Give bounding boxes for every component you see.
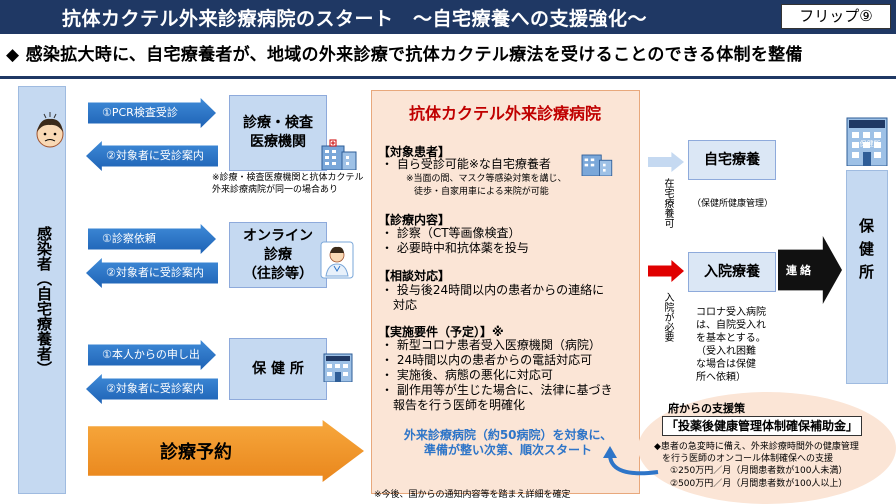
support-line-1: ◆患者の急変時に備え、外来診療時間外の健康管理 [654,442,859,452]
req-bullet-4: ・ 副作用等が生じた場合に、法律に基づき [381,383,613,397]
hospitalization-box: 入院療養 [688,252,776,292]
contact-label: 連絡 [786,264,814,277]
testing-clinic-line1: 診療・検査 [243,115,313,131]
support-link-arrow [603,446,659,476]
reservation-label: 診療予約 [160,442,232,463]
health-center-column [846,170,888,384]
target-bullet: ・ 自ら受診可能※な自宅療養者 [381,157,551,171]
subtitle-divider [0,76,896,79]
center-title: 抗体カクテル外来診療病院 [408,104,601,123]
support-line-4: ②500万円／月（月間患者数が100人以上） [670,479,848,489]
self-report-arrow: ①本人からの申し出 [88,340,216,370]
req-bullet-1: ・ 新型コロナ患者受入医療機関（病院） [381,338,601,352]
health-center-label: 保健所 [857,218,875,287]
content-heading: 【診療内容】 [378,213,451,227]
support-heading: 府からの支援策 [668,402,745,415]
building-sign: 保健所 [859,140,881,148]
target-note-1: ※当面の間、マスク等感染対策を講じ、 [406,174,567,184]
patient-face-icon [36,112,64,148]
home-care-arrow [648,152,684,172]
hospital-building-icon [321,139,357,170]
pcr-request-arrow: ①PCR検査受診 [88,98,216,128]
page-title: 抗体カクテル外来診療病院のスタート ～自宅療養への支援強化～ [62,8,648,30]
testing-clinic-line2: 医療機関 [250,134,306,150]
online-consult-line2: 診療 [264,246,292,263]
consult-bullet-1-cont: 対応 [393,298,418,312]
reservation-arrow [88,420,364,482]
hospitalization-note-1: コロナ受入病院 [696,307,766,318]
consult-heading: 【相談対応】 [378,269,451,283]
hospitalization-note-3: を基本とする。 [696,333,766,344]
support-subsidy-box: 「投薬後健康管理体制確保補助金」 [662,416,862,436]
doctor-icon [320,241,354,279]
health-center-box: 保 健 所 [229,338,327,400]
patient-label: 感染者（自宅療養者） [35,226,53,376]
hospitalization-note-4: （受入れ困難 [696,346,756,357]
hospitalization-note: コロナ受入病院 は、自院受入れ を基本とする。 （受入れ困難 な場合は保健 所へ… [696,306,776,390]
consult-bullet-1: ・ 投与後24時間以内の患者からの連絡に [381,283,605,297]
health-center-building-icon [846,117,888,166]
home-care-box: 自宅療養 [688,140,776,180]
req-bullet-4-cont: 報告を行う医師を明確化 [393,398,526,412]
online-consult-box: オンライン 診療 （往診等） [229,222,327,288]
flip-badge: フリップ⑨ [781,4,891,29]
bottom-note: ※今後、国からの通知内容等を踏まえ詳細を確定 [374,490,571,500]
guidance-arrow-1: ②対象者に受診案内 [86,141,218,171]
hospitalization-note-6: 所へ依頼） [696,372,746,383]
target-note-2: 徒歩・自家用車による来院が可能 [414,187,549,197]
center-footer-line-1: 外来診療病院（約50病院）を対象に、 [403,428,613,442]
requirements-heading: 【実施要件（予定）】※ [378,325,504,339]
content-bullet-1: ・ 診察（CT等画像検査） [381,226,521,240]
online-consult-line1: オンライン [243,227,313,244]
health-center-building-icon [323,353,353,382]
target-heading: 【対象患者】 [378,145,451,159]
support-line-3: ①250万円／月（月間患者数が100人未満） [670,466,848,476]
req-bullet-2: ・ 24時間以内の患者からの電話対応可 [381,353,593,367]
guidance-arrow-3: ②対象者に受診案内 [86,374,218,404]
subtitle: ◆ 感染拡大時に、自宅療養者が、地域の外来診療で抗体カクテル療法を受けることので… [6,45,803,65]
guidance-arrow-2: ②対象者に受診案内 [86,258,218,288]
hospitalization-vertical-label: 入院が必要 [662,292,673,342]
center-footer-line-2: 準備が整い次第、順次スタート [423,443,592,457]
home-care-vertical-label: 在宅療養可 [662,178,673,228]
support-callout [638,392,896,504]
hospital-building-icon [581,154,613,176]
hospitalization-note-2: は、自院受入れ [696,320,766,331]
title-bar [0,0,896,34]
content-bullet-2: ・ 必要時中和抗体薬を投与 [381,241,529,255]
health-center-line1: 保 健 所 [252,360,304,377]
testing-clinic-box: 診療・検査 医療機関 [229,95,327,171]
hospitalization-note-5: な場合は保健 [696,359,756,370]
hospitalization-arrow [648,260,684,282]
req-bullet-3: ・ 実施後、病態の悪化に対応可 [381,368,553,382]
home-care-note: （保健所健康管理） [692,199,774,209]
support-line-2: を行う医師のオンコール体制確保への支援 [662,454,834,464]
consult-request-arrow: ①診察依頼 [88,224,216,254]
patient-column [18,86,66,494]
same-hospital-note: ※診療・検査医療機関と抗体カクテル外来診療病院が同一の場合あり [212,173,364,195]
online-consult-line3: （往診等） [243,265,313,282]
